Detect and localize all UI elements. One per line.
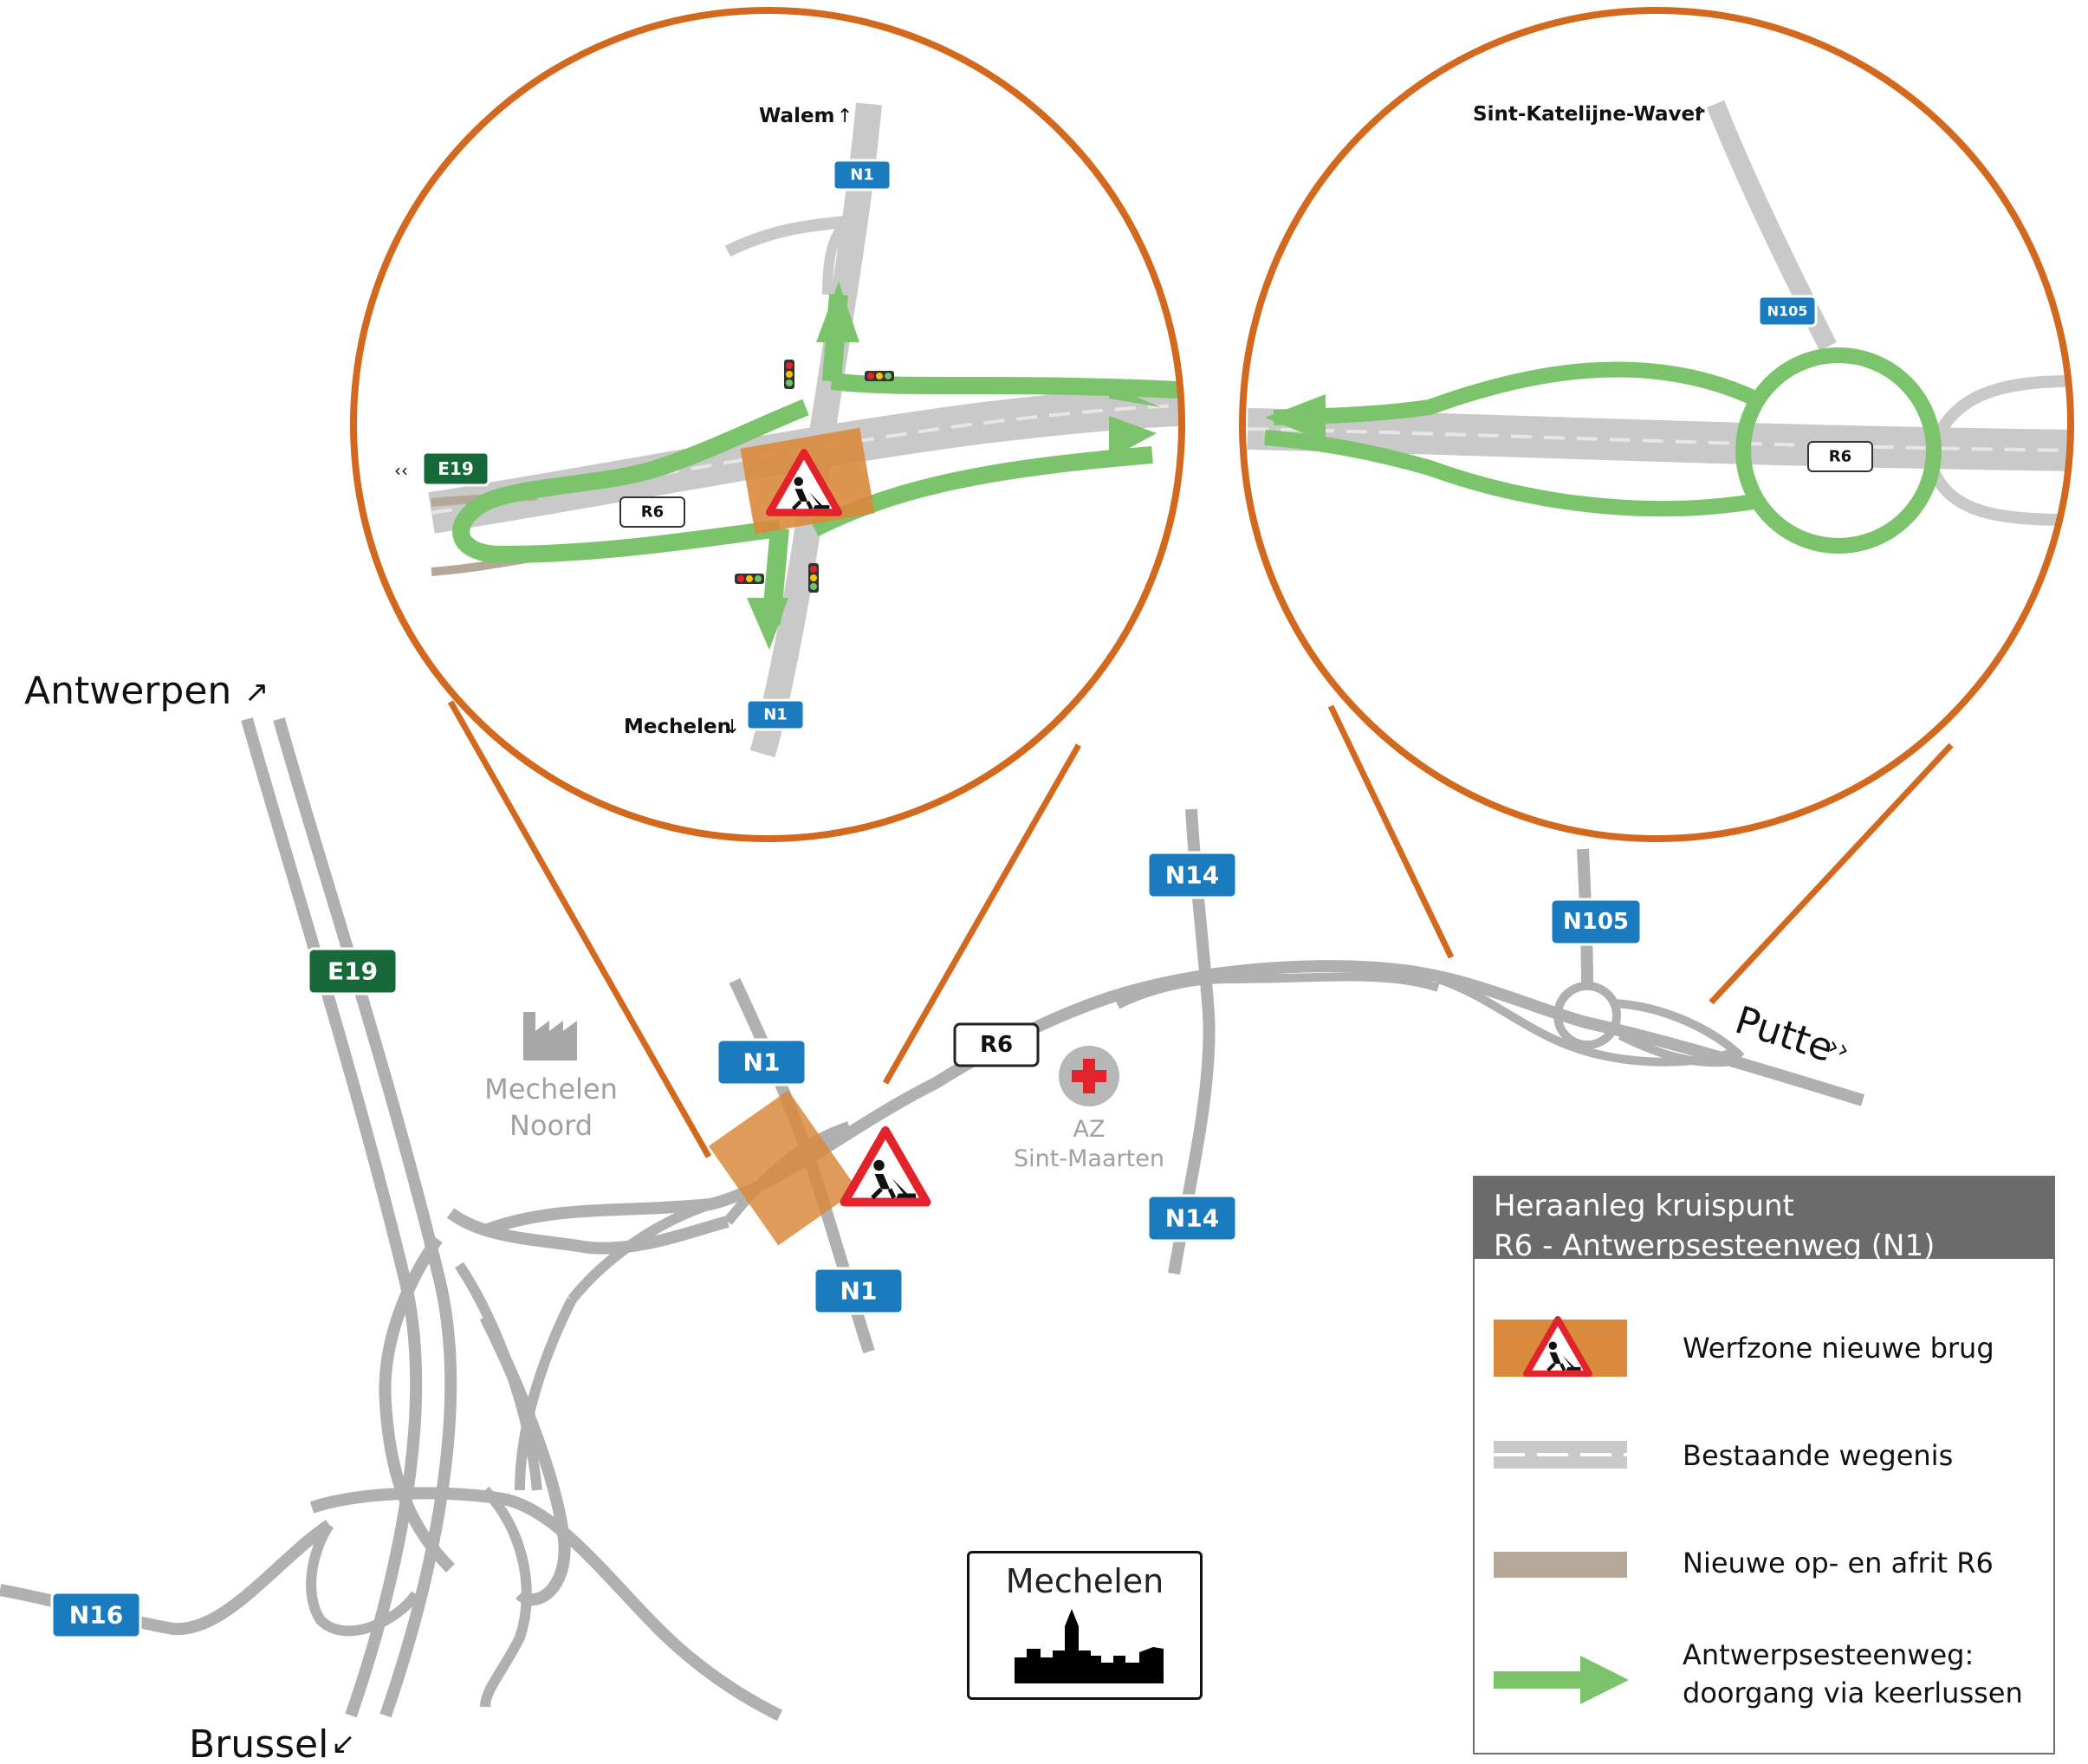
zoom-left: Walem ↑ Mechelen ↓ N1 N1 E19 ‹‹ R6 [350,7,1185,842]
svg-text:E19: E19 [438,458,474,479]
existing-road-swatch-icon [1494,1441,1627,1469]
shield-n105: N105 [1549,898,1643,946]
legend-item-new-ramp: Nieuwe op- en afrit R6 [1494,1547,2031,1585]
brussel-arrow-icon: ↙ [331,1727,356,1761]
green-arrow-icon [1494,1656,1629,1704]
traffic-light-icon [784,360,794,389]
legend-header: Heraanleg kruispunt R6 - Antwerpsesteenw… [1475,1177,2053,1263]
zoom-left-mechelen-arrow-icon: ↓ [724,717,740,738]
zoom-right-sint-katelijne: Sint-Katelijne-Waver [1473,103,1705,126]
shield-n14-south: N14 [1146,1194,1238,1242]
zoom-left-e19-shield: E19 [421,451,490,487]
legend-label-new-ramp: Nieuwe op- en afrit R6 [1683,1547,1994,1579]
city-skyline-icon [1015,1609,1164,1683]
zoom-left-walem-arrow-icon: ↑ [837,106,853,127]
svg-text:N14: N14 [1165,861,1219,890]
legend-item-work-zone: Werfzone nieuwe brug [1494,1316,2031,1378]
legend-label-green-route-2: doorgang via keerlussen [1683,1676,2023,1709]
legend-label-existing-roads: Bestaande wegenis [1683,1439,1954,1472]
zoom-left-walem: Walem [759,105,835,127]
city-sign-mechelen: Mechelen [967,1551,1203,1700]
svg-text:N1: N1 [850,166,874,185]
svg-text:R6: R6 [1829,448,1851,466]
svg-text:N1: N1 [840,1277,878,1306]
svg-text:R6: R6 [641,503,664,522]
shield-r6: R6 [953,1022,1040,1067]
road-works-warning-icon [845,1131,927,1203]
poi-az-2: Sint-Maarten [1014,1145,1164,1172]
svg-text:R6: R6 [980,1032,1013,1058]
legend-title-line1: Heraanleg kruispunt [1494,1189,1794,1223]
zoom-left-n1-bottom-shield: N1 [745,698,806,731]
factory-icon [523,1012,577,1060]
svg-text:N105: N105 [1767,303,1808,320]
svg-text:N105: N105 [1563,909,1629,935]
zoom-right: Sint-Katelijne-Waver ↑ N105 R6 [1239,7,2074,842]
legend-panel: Heraanleg kruispunt R6 - Antwerpsesteenw… [1473,1176,2055,1754]
traffic-light-icon [808,563,819,593]
work-zone-swatch-icon [1494,1316,1627,1377]
zoom-left-e19-arrow-icon: ‹‹ [394,460,408,481]
traffic-light-icon [735,574,764,584]
city-sign-name: Mechelen [1005,1562,1164,1600]
legend-item-green-route: Antwerpsesteenweg: doorgang via keerluss… [1494,1637,2031,1715]
poi-az-1: AZ [1073,1116,1106,1143]
poi-mechelen-noord-1: Mechelen [484,1073,618,1106]
antwerpen-arrow-icon: ↗ [244,675,269,710]
svg-text:N16: N16 [69,1601,123,1630]
shield-n1-south: N1 [813,1267,905,1315]
zoom-left-mechelen: Mechelen [624,716,731,738]
city-brussel: Brussel [189,1722,328,1764]
shield-n16: N16 [50,1591,142,1639]
shield-n14-north: N14 [1146,851,1238,899]
zoom-left-n1-top-shield: N1 [832,159,892,191]
svg-text:N1: N1 [743,1048,781,1077]
legend-item-existing-roads: Bestaande wegenis [1494,1437,2031,1481]
zoom-right-arrow-icon: ↑ [1691,104,1707,126]
zoom-right-r6-shield: R6 [1807,441,1873,472]
work-zone-main [708,1090,927,1246]
new-ramp-swatch-icon [1494,1552,1627,1578]
legend-label-green-route-1: Antwerpsesteenweg: [1683,1638,1975,1671]
svg-text:N1: N1 [763,706,788,724]
shield-n1-north: N1 [716,1038,807,1086]
poi-mechelen-noord-2: Noord [509,1109,593,1142]
legend-label-work-zone: Werfzone nieuwe brug [1683,1332,1994,1365]
hospital-icon [1059,1046,1119,1106]
zoom-right-n105-shield: N105 [1757,295,1818,328]
zoom-connectors [447,700,1954,1158]
traffic-light-icon [865,371,894,381]
zoom-left-r6-shield: R6 [619,496,685,528]
svg-text:E19: E19 [327,957,378,986]
shield-e19: E19 [307,947,399,995]
legend-title-line2: R6 - Antwerpsesteenweg (N1) [1494,1229,1936,1263]
city-antwerpen: Antwerpen [24,669,231,713]
svg-text:N14: N14 [1165,1204,1219,1233]
